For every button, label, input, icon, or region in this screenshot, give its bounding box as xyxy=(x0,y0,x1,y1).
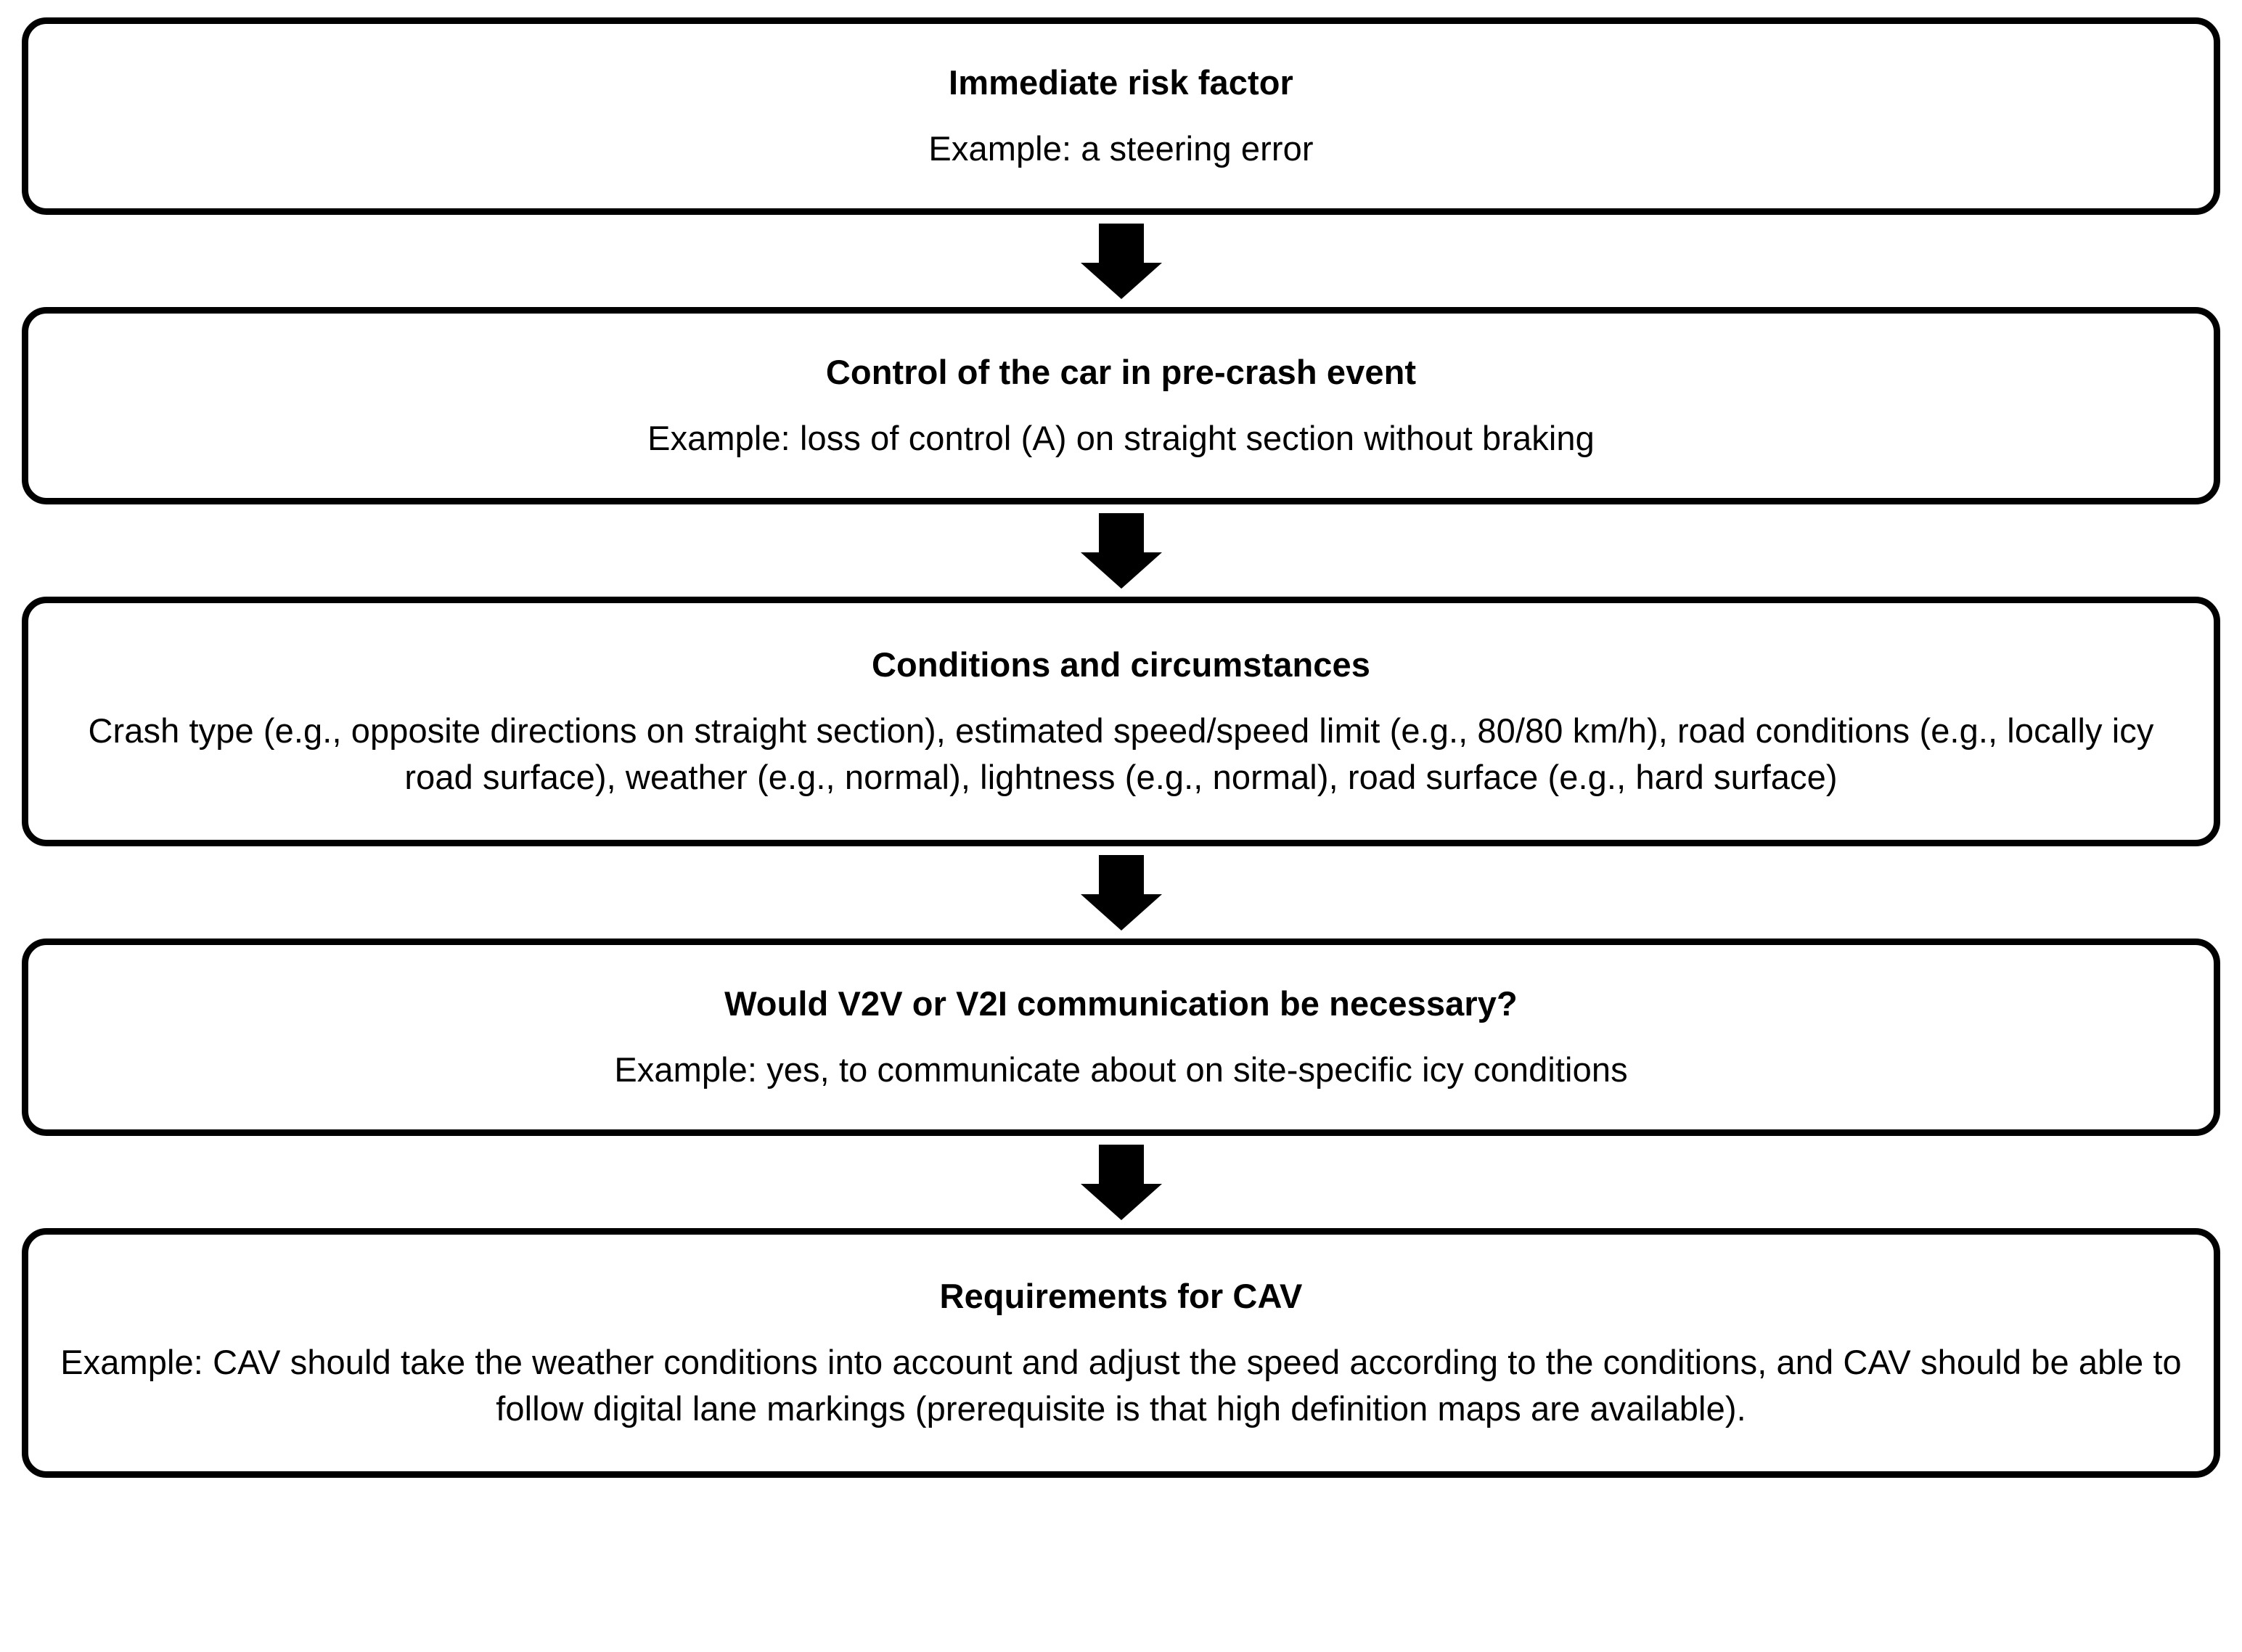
node-body: Example: CAV should take the weather con… xyxy=(60,1342,2182,1428)
node-title: Conditions and circumstances xyxy=(871,645,1371,684)
arrow-head xyxy=(1080,262,1162,299)
flowchart-connector-3 xyxy=(22,846,2220,939)
flowchart-node-control-of-the-car: Control of the car in pre-crash event Ex… xyxy=(22,307,2220,504)
arrow-shaft xyxy=(1098,223,1144,264)
node-body: Example: a steering error xyxy=(928,129,1314,168)
node-title: Immediate risk factor xyxy=(949,63,1293,102)
flowchart-node-requirements-for-cav: Requirements for CAV Example: CAV should… xyxy=(22,1228,2220,1478)
flowchart-connector-4 xyxy=(22,1136,2220,1228)
node-body: Example: loss of control (A) on straight… xyxy=(647,419,1595,457)
arrow-shaft xyxy=(1098,854,1144,896)
down-block-arrow-icon xyxy=(1080,1144,1162,1220)
node-title: Control of the car in pre-crash event xyxy=(825,353,1417,392)
down-block-arrow-icon xyxy=(1080,854,1162,931)
flowchart-node-immediate-risk-factor: Immediate risk factor Example: a steerin… xyxy=(22,17,2220,215)
arrow-head xyxy=(1080,1183,1162,1220)
down-block-arrow-icon xyxy=(1080,512,1162,589)
flowchart-node-conditions-and-circumstances: Conditions and circumstances Crash type … xyxy=(22,597,2220,846)
node-title: Would V2V or V2I communication be necess… xyxy=(724,984,1518,1023)
arrow-head xyxy=(1080,552,1162,589)
arrow-head xyxy=(1080,894,1162,931)
flowchart-connector-2 xyxy=(22,504,2220,597)
flowchart-node-v2v-v2i-communication: Would V2V or V2I communication be necess… xyxy=(22,939,2220,1136)
node-body: Example: yes, to communicate about on si… xyxy=(614,1050,1628,1089)
down-block-arrow-icon xyxy=(1080,223,1162,299)
node-body: Crash type (e.g., opposite directions on… xyxy=(88,711,2154,797)
arrow-shaft xyxy=(1098,1144,1144,1185)
node-title: Requirements for CAV xyxy=(939,1276,1303,1315)
arrow-shaft xyxy=(1098,512,1144,554)
flowchart-connector-1 xyxy=(22,215,2220,307)
